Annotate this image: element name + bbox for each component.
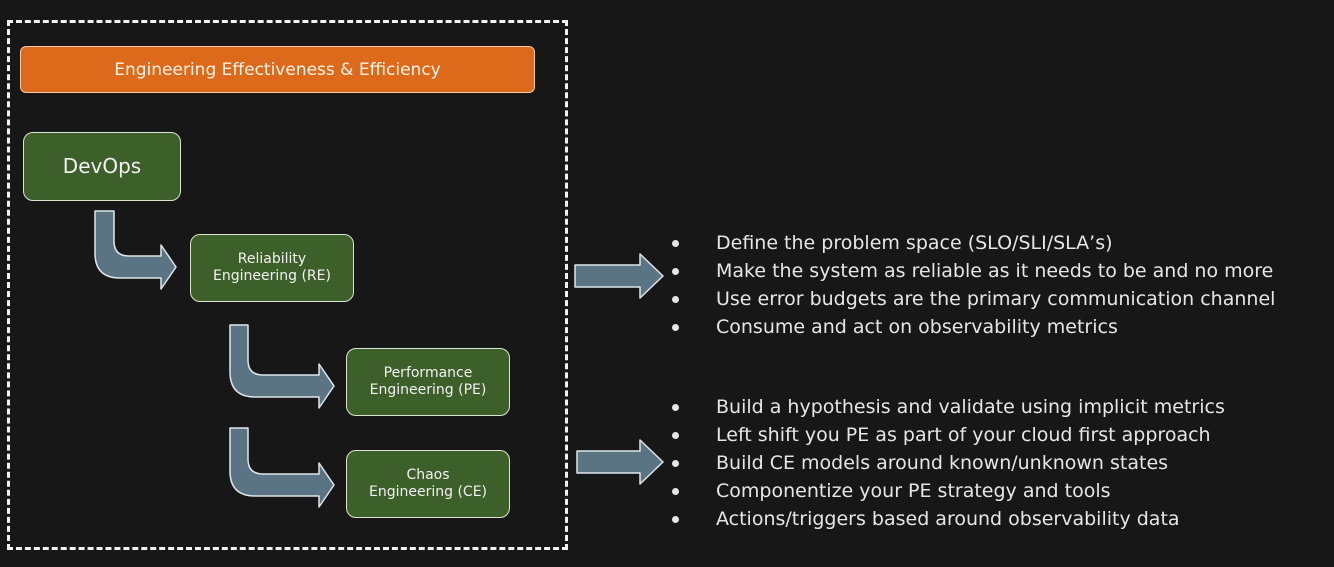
list-item: Make the system as reliable as it needs … [668, 257, 1275, 285]
curved-arrow-icon-re-pe [229, 324, 335, 409]
list-item: Use error budgets are the primary commun… [668, 285, 1275, 313]
list-item: Build a hypothesis and validate using im… [668, 393, 1225, 421]
list-item: Define the problem space (SLO/SLI/SLA’s) [668, 229, 1275, 257]
list-item: Actions/triggers based around observabil… [668, 505, 1225, 533]
node-devops-label: DevOps [62, 154, 142, 178]
curved-arrow-icon-pe-ce [229, 427, 335, 508]
list-item: Consume and act on observability metrics [668, 313, 1275, 341]
list-item: Componentize your PE strategy and tools [668, 477, 1225, 505]
list-item: Left shift you PE as part of your cloud … [668, 421, 1225, 449]
curved-arrow-icon-devops-re [94, 210, 177, 290]
node-reliability-label: Reliability Engineering (RE) [213, 250, 331, 285]
node-performance-label: Performance Engineering (PE) [369, 364, 487, 399]
node-chaos-engineering: Chaos Engineering (CE) [346, 450, 510, 518]
performance-bullet-list: Build a hypothesis and validate using im… [668, 393, 1225, 533]
right-arrow-icon-re-list [574, 253, 664, 299]
right-arrow-icon-pe-list [576, 439, 664, 485]
node-performance-engineering: Performance Engineering (PE) [346, 348, 510, 416]
header-title: Engineering Effectiveness & Efficiency [114, 59, 441, 80]
node-reliability-engineering: Reliability Engineering (RE) [190, 234, 354, 302]
node-chaos-label: Chaos Engineering (CE) [369, 466, 487, 501]
header-bar: Engineering Effectiveness & Efficiency [20, 46, 535, 93]
node-devops: DevOps [23, 132, 181, 201]
list-item: Build CE models around known/unknown sta… [668, 449, 1225, 477]
reliability-bullet-list: Define the problem space (SLO/SLI/SLA’s)… [668, 229, 1275, 341]
dashed-frame [7, 20, 568, 550]
